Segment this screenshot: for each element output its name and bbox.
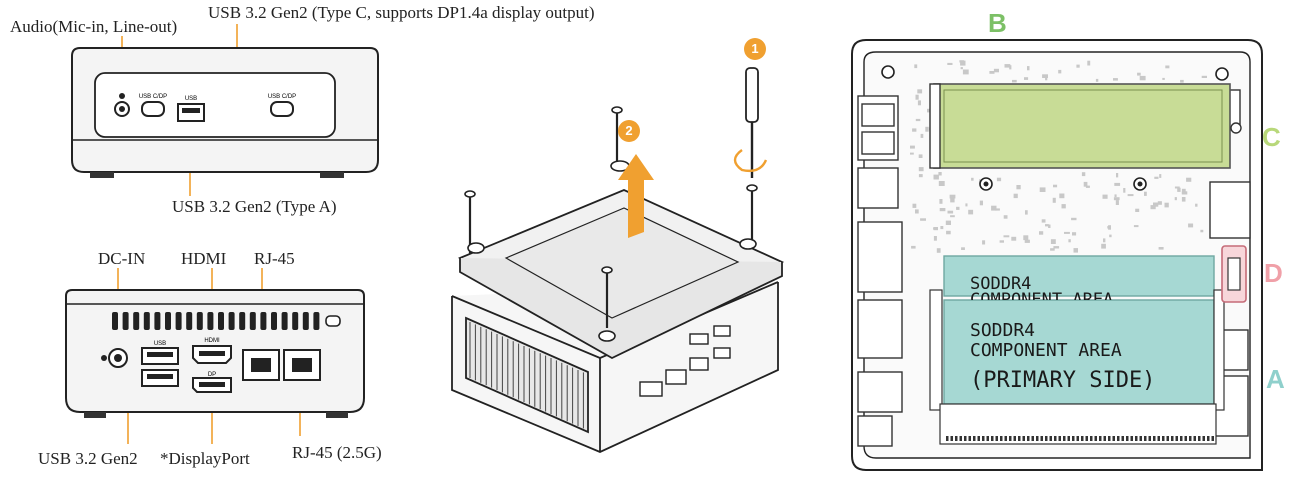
rj45-25g-label: RJ-45 (2.5G) bbox=[292, 443, 382, 462]
step-2-badge: 2 bbox=[618, 120, 640, 142]
displayport-label: *DisplayPort bbox=[160, 449, 250, 468]
svg-text:USB C/DP: USB C/DP bbox=[139, 94, 167, 100]
board-letter-b: B bbox=[988, 8, 1007, 38]
ram-back-line1: SODDR4 bbox=[970, 274, 1032, 294]
svg-text:USB: USB bbox=[185, 96, 197, 102]
board-letter-a: A bbox=[1266, 364, 1285, 394]
rj45-label: RJ-45 bbox=[254, 249, 295, 268]
board-letter-c: C bbox=[1262, 122, 1281, 152]
hdmi-label: HDMI bbox=[181, 249, 227, 268]
ram-back-line2: COMPONENT AREA bbox=[970, 292, 1113, 300]
usba-label: USB 3.2 Gen2 (Type A) bbox=[172, 197, 337, 216]
ram-line2: COMPONENT AREA bbox=[970, 340, 1122, 361]
svg-text:DP: DP bbox=[208, 372, 216, 378]
audio-label: Audio(Mic-in, Line-out) bbox=[10, 17, 178, 36]
usbc-label: USB 3.2 Gen2 (Type C, supports DP1.4a di… bbox=[208, 3, 595, 22]
ram-line1: SODDR4 bbox=[970, 320, 1036, 341]
board-letter-d: D bbox=[1264, 258, 1283, 288]
svg-text:USB C/DP: USB C/DP bbox=[268, 94, 296, 100]
dcin-label: DC-IN bbox=[98, 249, 146, 268]
svg-text:HDMI: HDMI bbox=[204, 338, 220, 344]
svg-text:USB: USB bbox=[154, 341, 166, 347]
ram-line3: (PRIMARY SIDE) bbox=[970, 368, 1156, 393]
usb-rear-label: USB 3.2 Gen2 bbox=[38, 449, 138, 468]
step-1-badge: 1 bbox=[744, 38, 766, 60]
